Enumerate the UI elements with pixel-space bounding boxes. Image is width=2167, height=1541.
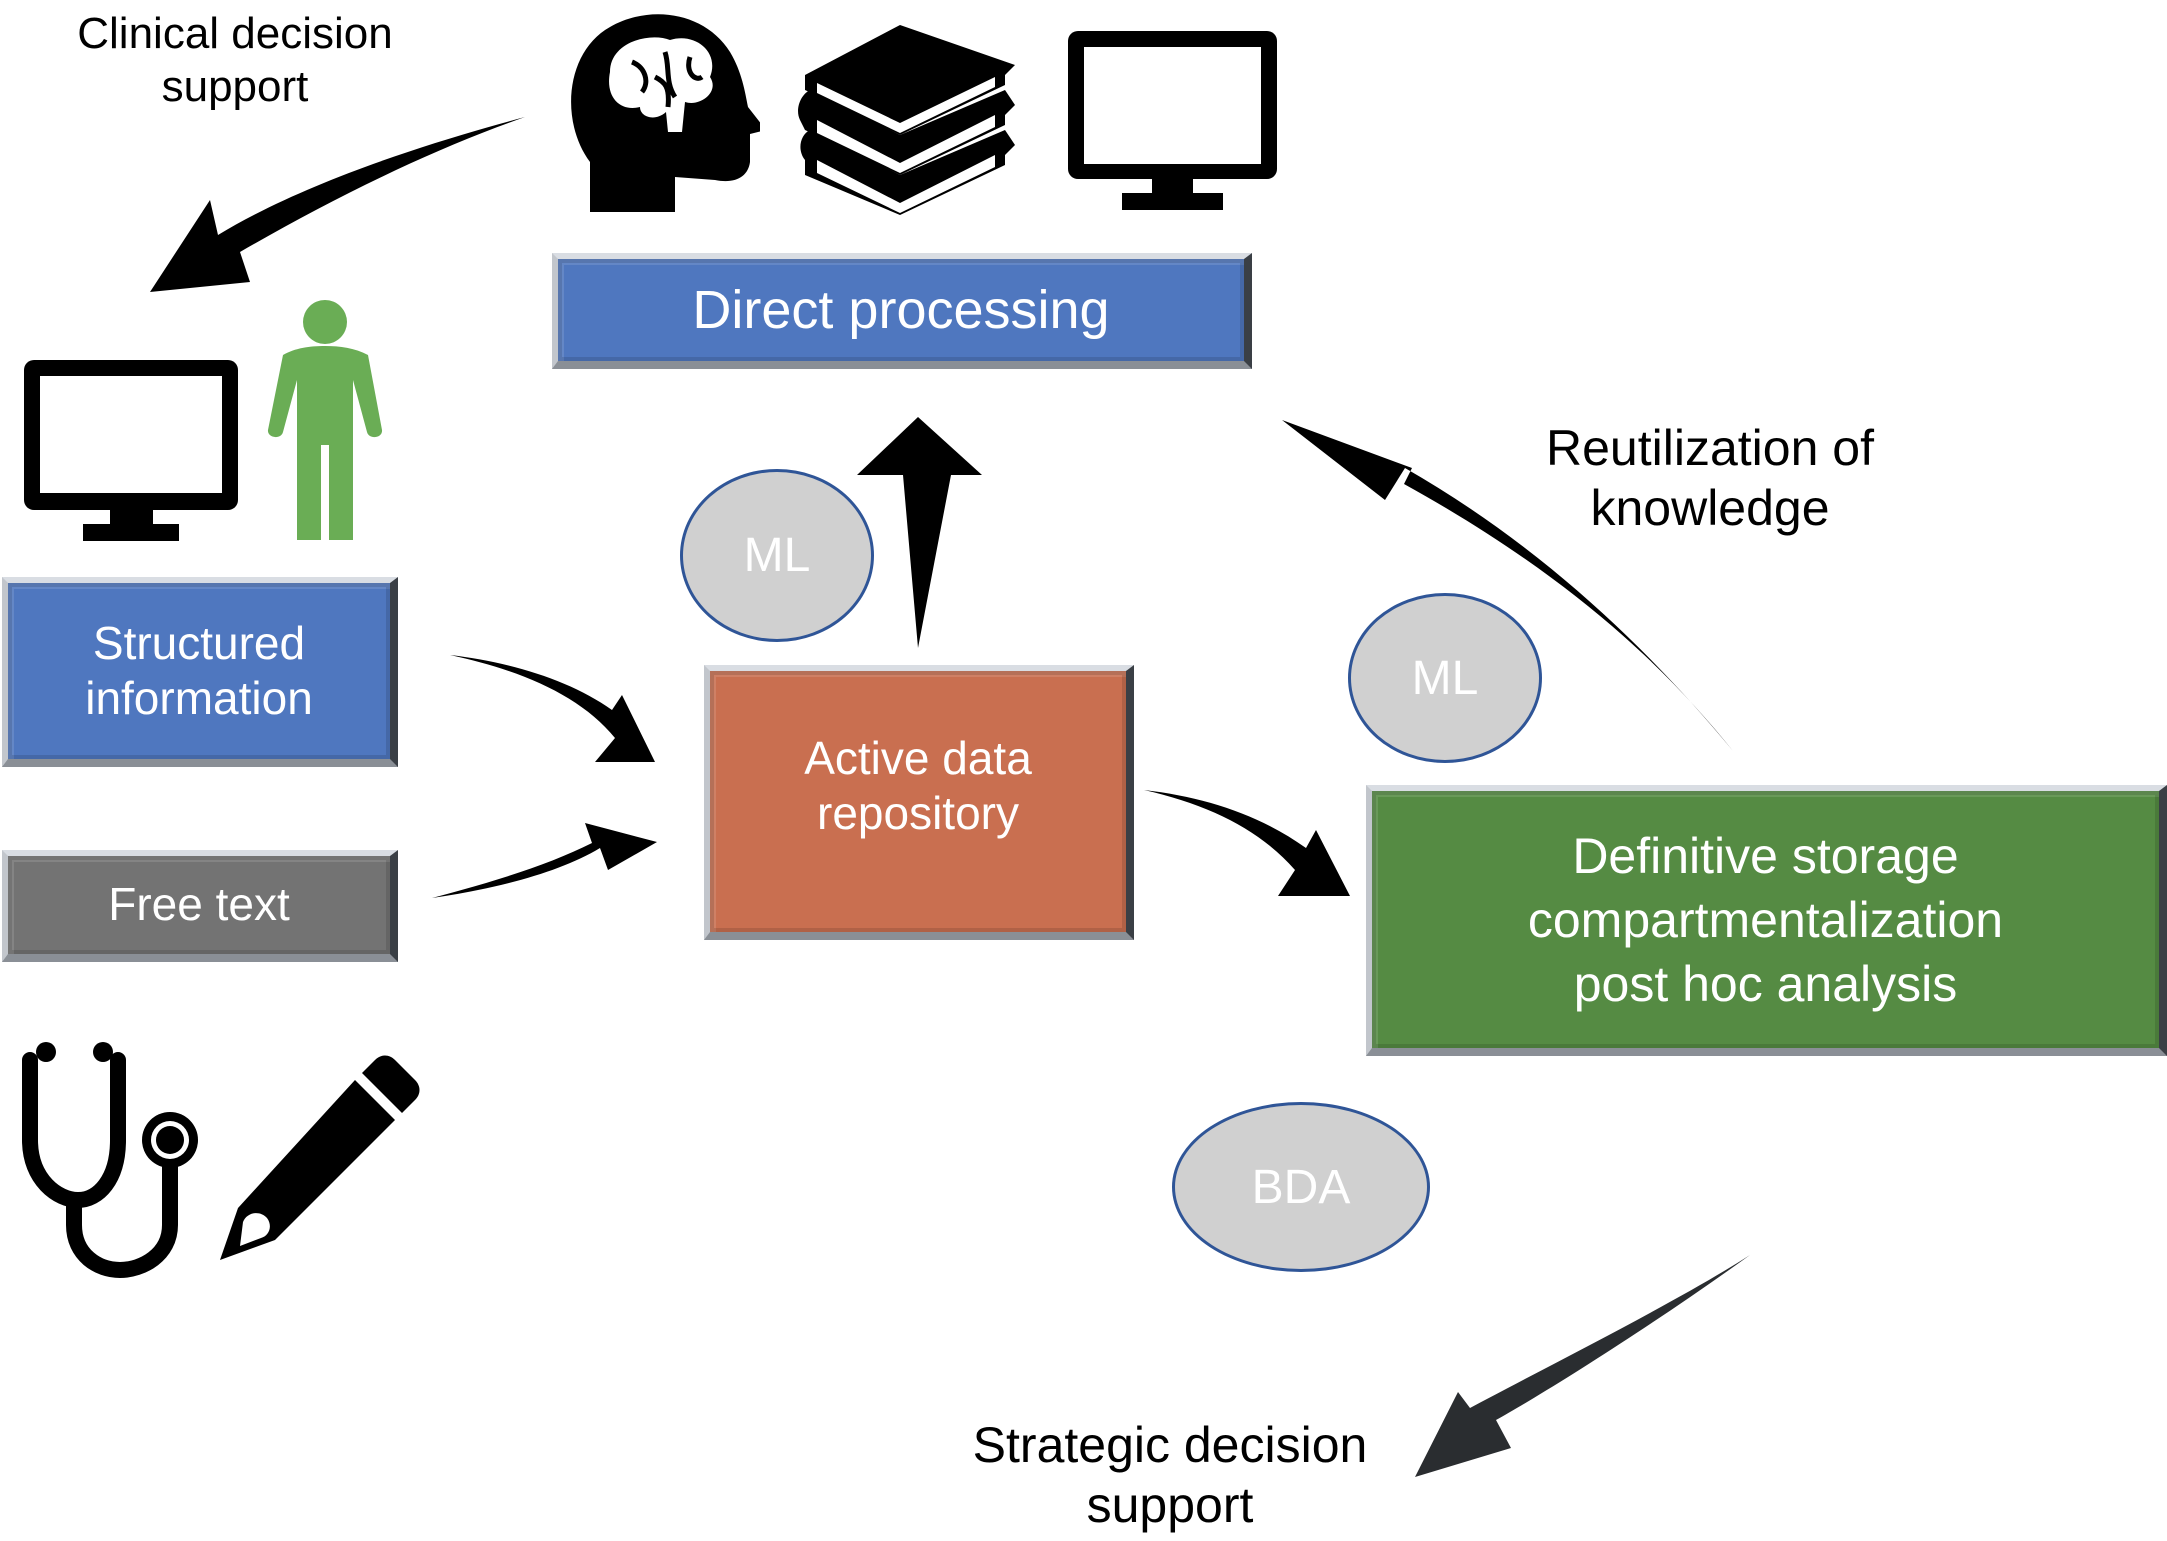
box-definitive-storage: Definitive storage compartmentalization … bbox=[1366, 785, 2167, 1056]
box-structured-information-text: Structured information bbox=[85, 616, 313, 724]
stethoscope-icon bbox=[22, 1042, 198, 1279]
arrow-freetext-to-repository bbox=[432, 823, 657, 898]
bubble-ml-right-text: ML bbox=[1411, 651, 1479, 705]
books-stack-icon bbox=[798, 25, 1015, 215]
box-free-text-text: Free text bbox=[108, 878, 290, 931]
bubble-ml-left-text: ML bbox=[743, 529, 811, 582]
bubble-ml-right: ML bbox=[1348, 593, 1542, 763]
bubble-bda-text: BDA bbox=[1251, 1160, 1351, 1214]
arrow-clinical-decision bbox=[150, 117, 525, 292]
box-free-text: Free text bbox=[2, 850, 398, 962]
arrow-repository-to-direct-processing bbox=[857, 417, 982, 648]
arrow-reutilization bbox=[1282, 420, 1733, 751]
brain-head-icon bbox=[571, 14, 760, 212]
box-active-data-repository: Active data repository bbox=[704, 665, 1134, 940]
label-strategic-decision-support: Strategic decision support bbox=[972, 1417, 1368, 1533]
bubble-bda: BDA bbox=[1172, 1102, 1430, 1272]
box-direct-processing: Direct processing bbox=[552, 253, 1252, 369]
monitor-icon bbox=[1068, 31, 1277, 210]
label-reutilization-of-knowledge: Reutilization of knowledge bbox=[1546, 420, 1874, 536]
monitor-icon bbox=[24, 360, 238, 541]
box-definitive-storage-text: Definitive storage compartmentalization … bbox=[1527, 827, 2004, 1012]
pencil-icon bbox=[220, 1055, 420, 1260]
box-structured-information: Structured information bbox=[2, 577, 398, 767]
arrow-strategic-decision bbox=[1415, 1255, 1750, 1477]
label-clinical-decision-support: Clinical decision support bbox=[77, 9, 393, 111]
bubble-ml-left: ML bbox=[680, 469, 874, 642]
arrow-structured-to-repository bbox=[450, 655, 655, 762]
box-direct-processing-text: Direct processing bbox=[692, 279, 1110, 340]
box-active-data-repository-text: Active data repository bbox=[804, 732, 1032, 840]
arrow-repository-to-storage bbox=[1144, 790, 1350, 896]
person-icon bbox=[267, 300, 383, 540]
